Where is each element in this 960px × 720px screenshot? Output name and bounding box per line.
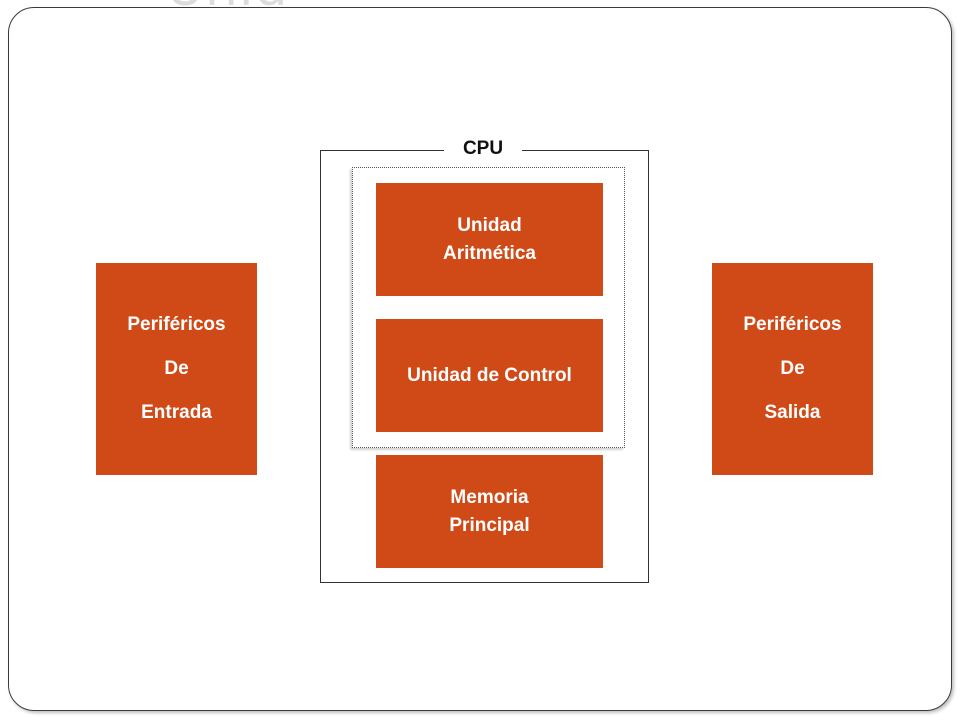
slide-title: Unid [166,0,288,18]
input-peripherals-block: Periféricos De Entrada [96,263,257,475]
main-memory-block: Memoria Principal [376,455,603,568]
processor-group-outline [352,167,625,448]
input-peripherals-label-line-3: Entrada [141,402,212,423]
output-peripherals-block: Periféricos De Salida [712,263,873,475]
arithmetic-unit-label-line-2: Aritmética [443,242,536,264]
output-peripherals-label-line-1: Periféricos [743,314,842,335]
arithmetic-unit-block: Unidad Aritmética [376,183,603,296]
cpu-label: CPU [444,138,522,160]
control-unit-label: Unidad de Control [407,364,572,386]
input-peripherals-label-line-2: De [164,358,189,379]
output-peripherals-label-line-3: Salida [764,402,821,423]
main-memory-label-line-2: Principal [449,514,530,536]
main-memory-label-line-1: Memoria [450,486,529,508]
input-peripherals-label-line-1: Periféricos [127,314,226,335]
output-peripherals-label-line-2: De [780,358,805,379]
arithmetic-unit-label-line-1: Unidad [457,214,522,236]
control-unit-block: Unidad de Control [376,319,603,432]
